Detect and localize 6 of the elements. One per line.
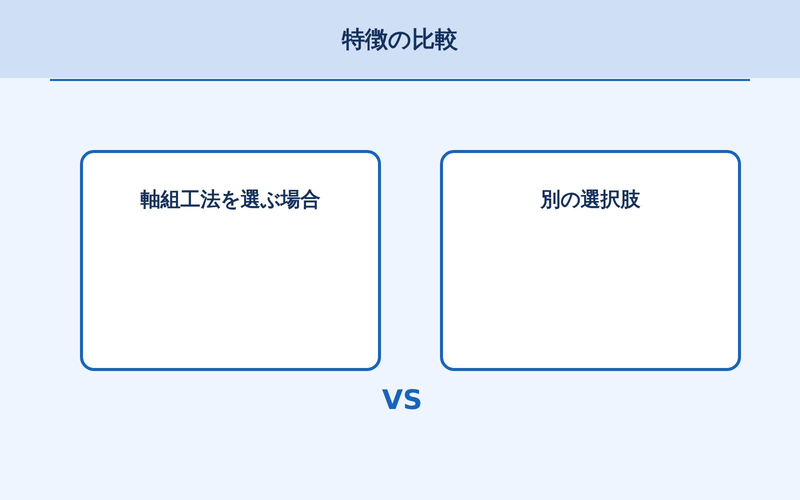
comparison-card [440,150,741,371]
versus-label: VS [382,387,422,414]
comparison-card [80,150,381,371]
card-heading: 軸組工法を選ぶ場合 [140,186,322,212]
title: 特徴の比較 [342,26,458,54]
card-heading: 別の選択肢 [539,186,642,212]
